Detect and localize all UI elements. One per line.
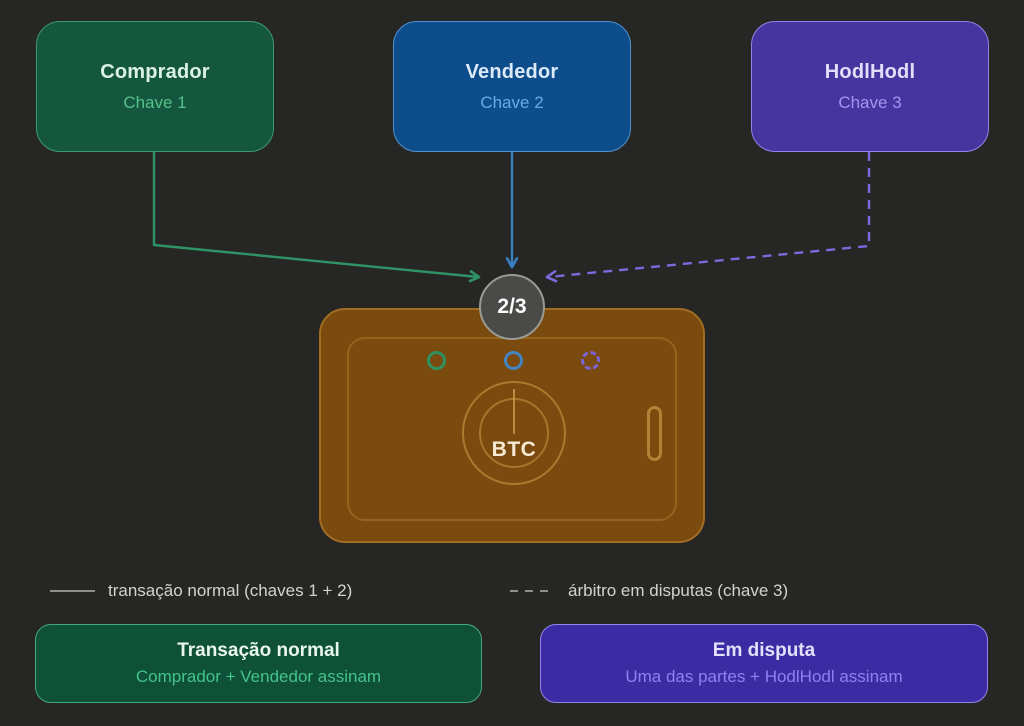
outcome-dispute-subtitle: Uma das partes + HodlHodl assinam <box>625 667 903 686</box>
outcome-normal-title: Transação normal <box>177 640 340 661</box>
legend-dispute-label: árbitro em disputas (chave 3) <box>568 581 789 600</box>
legend-normal-transaction: transação normal (chaves 1 + 2) <box>50 581 352 601</box>
vault-btc-label: BTC <box>491 438 537 461</box>
key-card-comprador: Comprador Chave 1 <box>36 21 274 152</box>
connector-buyer <box>152 152 481 283</box>
dashed-line-swatch-icon <box>510 590 555 592</box>
vendedor-key-label: Chave 2 <box>480 92 544 112</box>
comprador-key-label: Chave 1 <box>123 92 187 112</box>
buyer-key-led-icon <box>427 351 446 370</box>
btc-vault: BTC <box>319 308 705 543</box>
comprador-title: Comprador <box>100 60 210 83</box>
outcome-normal-subtitle: Comprador + Vendedor assinam <box>135 667 382 686</box>
vault-dial-outer <box>462 381 566 485</box>
hodlhodl-title: HodlHodl <box>824 60 916 83</box>
hodlhodl-key-label: Chave 3 <box>838 92 902 112</box>
key-card-vendedor: Vendedor Chave 2 <box>393 21 631 152</box>
multisig-badge-label: 2/3 <box>497 295 527 318</box>
multisig-2of3-badge: 2/3 <box>479 274 545 340</box>
outcome-card-normal: Transação normal Comprador + Vendedor as… <box>35 624 482 703</box>
legend-normal-label: transação normal (chaves 1 + 2) <box>108 581 353 600</box>
connector-arbiter <box>545 152 871 283</box>
outcome-card-dispute: Em disputa Uma das partes + HodlHodl ass… <box>540 624 988 703</box>
seller-key-led-icon <box>504 351 523 370</box>
vault-handle-icon <box>647 406 662 461</box>
arbiter-key-led-icon <box>581 351 600 370</box>
vault-dial-needle <box>513 389 515 434</box>
solid-line-swatch-icon <box>50 590 95 592</box>
outcome-dispute-title: Em disputa <box>712 640 816 661</box>
key-card-hodlhodl: HodlHodl Chave 3 <box>751 21 989 152</box>
legend-arbiter-dispute: árbitro em disputas (chave 3) <box>510 581 788 601</box>
vendedor-title: Vendedor <box>465 60 559 83</box>
